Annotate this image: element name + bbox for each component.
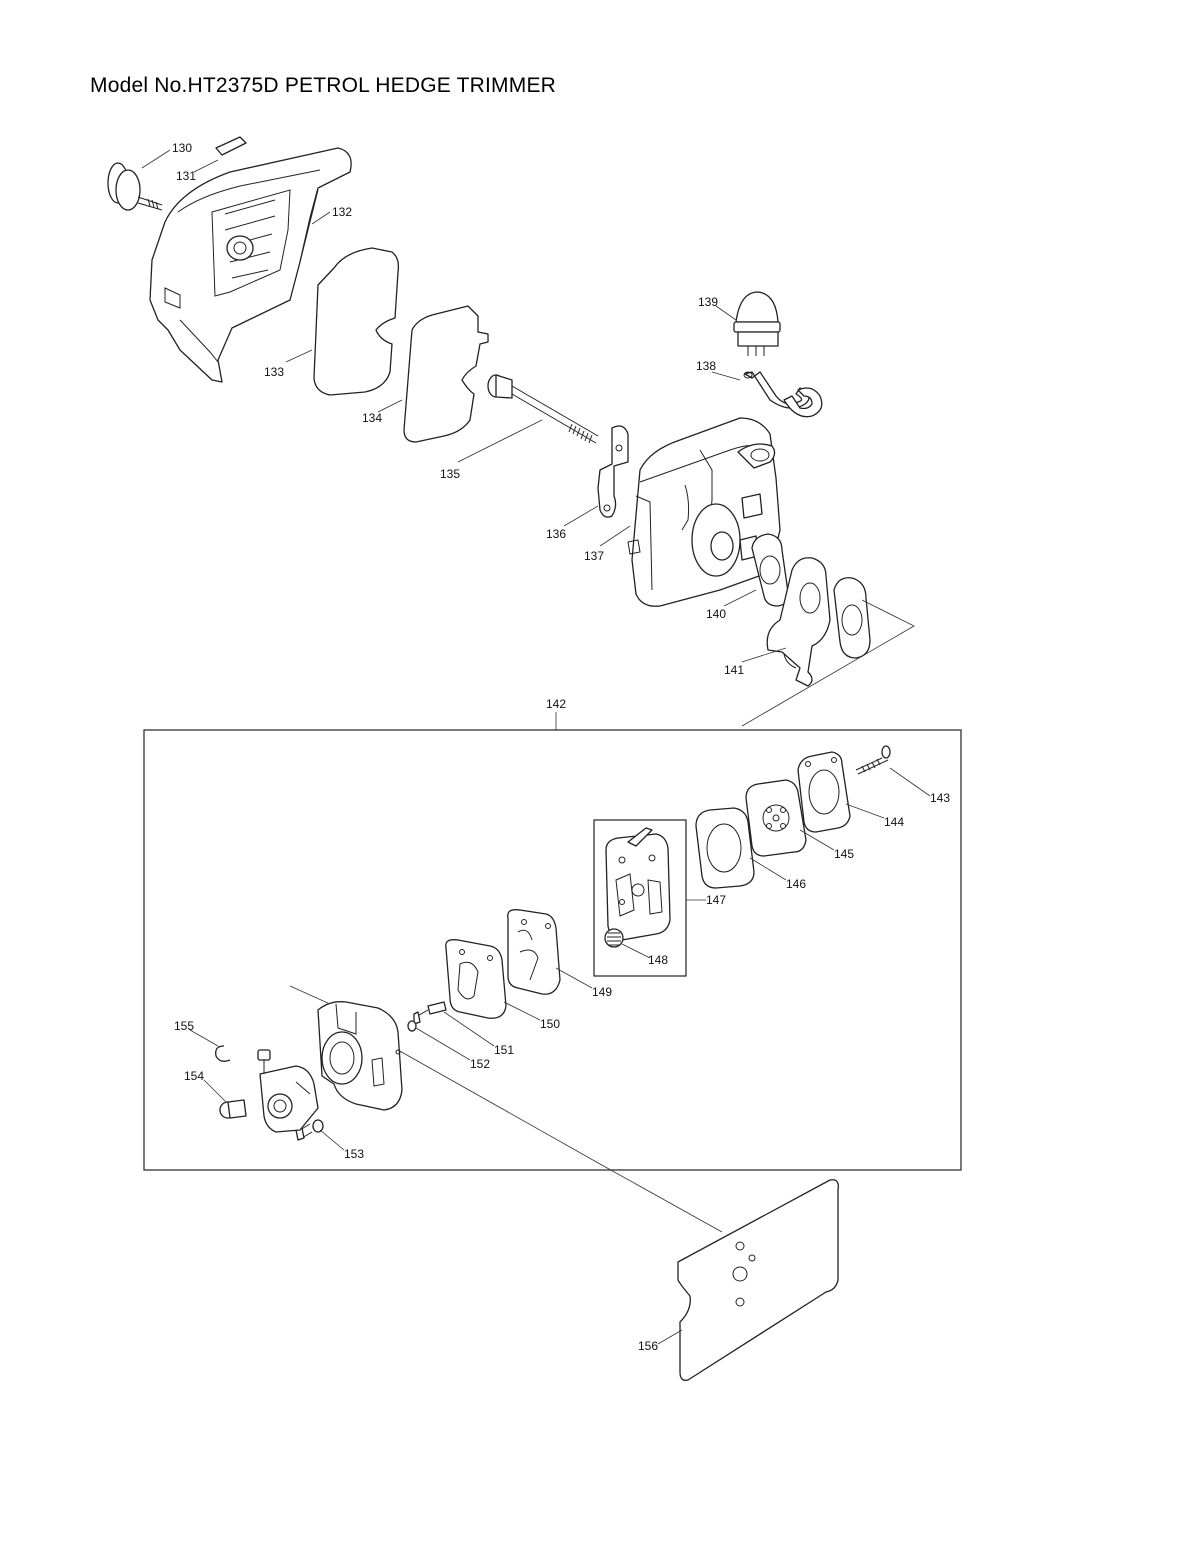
part-134-gasket xyxy=(403,305,489,443)
part-143-screw xyxy=(855,745,891,775)
callout-134: 134 xyxy=(362,411,382,425)
callout-135: 135 xyxy=(440,467,460,481)
part-139-primer-bulb xyxy=(733,291,781,356)
part-136-bracket xyxy=(597,425,629,518)
throttle-lever-assembly xyxy=(257,1049,319,1133)
group-leaders-upper xyxy=(741,599,915,727)
callout-155: 155 xyxy=(174,1019,194,1033)
callout-154: 154 xyxy=(184,1069,204,1083)
callout-132: 132 xyxy=(332,205,352,219)
part-155-clip xyxy=(215,1045,231,1062)
part-141b-gasket xyxy=(833,577,871,659)
part-137-housing xyxy=(627,417,781,607)
part-141-plate xyxy=(766,557,831,687)
part-152-washer xyxy=(407,1020,417,1032)
callout-133: 133 xyxy=(264,365,284,379)
callout-153: 153 xyxy=(344,1147,364,1161)
carburetor-body xyxy=(317,1001,403,1111)
callout-140: 140 xyxy=(706,607,726,621)
group-leaders-lower xyxy=(289,985,723,1233)
part-147-pump-body xyxy=(605,827,671,941)
callout-138: 138 xyxy=(696,359,716,373)
callout-145: 145 xyxy=(834,847,854,861)
callout-147: 147 xyxy=(706,893,726,907)
callout-136: 136 xyxy=(546,527,566,541)
part-130-knob xyxy=(107,162,163,211)
part-151-needle xyxy=(413,1001,447,1025)
callout-144: 144 xyxy=(884,815,904,829)
callout-numbers: 130 131 132 133 134 135 136 137 138 139 … xyxy=(172,141,950,1353)
part-133-filter xyxy=(313,247,400,396)
callout-143: 143 xyxy=(930,791,950,805)
part-140-gasket xyxy=(751,533,789,607)
part-149-gasket xyxy=(507,909,561,995)
callout-148: 148 xyxy=(648,953,668,967)
callout-146: 146 xyxy=(786,877,806,891)
callout-139: 139 xyxy=(698,295,718,309)
callout-156: 156 xyxy=(638,1339,658,1353)
callout-137: 137 xyxy=(584,549,604,563)
callout-150: 150 xyxy=(540,1017,560,1031)
callout-130: 130 xyxy=(172,141,192,155)
callout-141: 141 xyxy=(724,663,744,677)
part-154-screw xyxy=(219,1099,247,1119)
part-131-plate xyxy=(215,136,247,156)
part-135-bolt xyxy=(487,374,599,444)
part-144-pump-cover xyxy=(797,751,851,833)
callout-142: 142 xyxy=(546,697,566,711)
part-153-screw xyxy=(295,1119,324,1141)
part-138-hose xyxy=(743,371,823,418)
part-145-diaphragm xyxy=(745,779,807,857)
part-156-gasket xyxy=(677,1179,839,1381)
part-148-screen xyxy=(604,928,624,948)
callout-131: 131 xyxy=(176,169,196,183)
callout-152: 152 xyxy=(470,1057,490,1071)
part-146-gasket xyxy=(695,807,755,889)
part-132-cover xyxy=(149,147,352,383)
callout-149: 149 xyxy=(592,985,612,999)
part-150-diaphragm xyxy=(445,939,507,1019)
callout-151: 151 xyxy=(494,1043,514,1057)
fuel-pump-subframe xyxy=(593,819,687,977)
page-title: Model No.HT2375D PETROL HEDGE TRIMMER xyxy=(90,74,557,97)
carburetor-kit-frame xyxy=(143,729,962,1171)
callout-leaders xyxy=(141,149,931,1345)
